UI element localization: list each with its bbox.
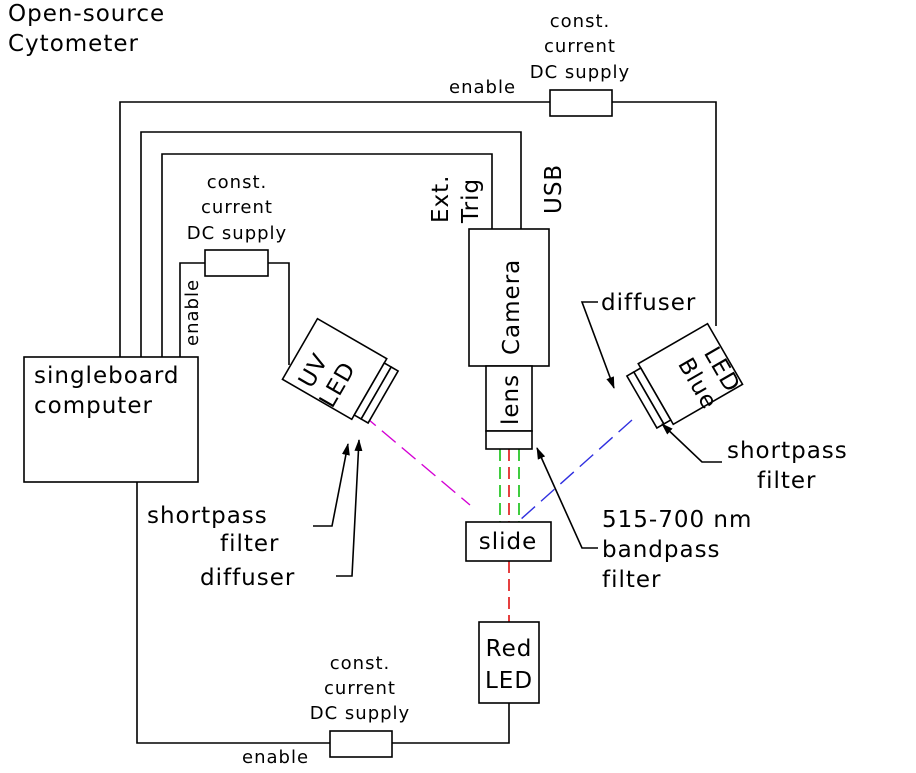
wire-uv-enable xyxy=(179,262,290,365)
dc-supply-top-label: const. current DC supply xyxy=(530,11,630,83)
trig-label: Trig xyxy=(458,178,484,224)
uv-beam xyxy=(361,413,471,506)
camera-box xyxy=(468,228,550,367)
diffuser-right-label: diffuser xyxy=(601,290,696,316)
dc-supply-top-box xyxy=(549,89,613,117)
shortpass-right-arrow xyxy=(661,423,722,463)
uv-diffuser xyxy=(360,365,400,425)
svg-text:current: current xyxy=(544,36,616,57)
diffuser-right-arrow xyxy=(580,301,615,389)
svg-text:current: current xyxy=(324,678,396,699)
shortpass-left-label-line-1: shortpass xyxy=(147,503,268,529)
uv-led-group: UV LED xyxy=(281,317,400,425)
wire-ext-trig xyxy=(161,153,493,357)
title-line-1: Open-source xyxy=(8,1,165,27)
usb-label: USB xyxy=(541,164,567,214)
wire-usb xyxy=(140,131,522,357)
shortpass-right-label-line-2: filter xyxy=(757,468,817,494)
bandpass-label-line-3: filter xyxy=(602,567,662,593)
dc-supply-left-label: const. current DC supply xyxy=(187,172,287,244)
dc-supply-bottom-box xyxy=(329,730,393,758)
computer-label-line-1: singleboard xyxy=(34,363,180,389)
ext-label: Ext. xyxy=(428,175,454,223)
bandpass-label-line-1: 515-700 nm xyxy=(602,507,752,533)
svg-text:current: current xyxy=(201,197,273,218)
blue-diffuser xyxy=(625,370,665,430)
diffuser-left-arrow xyxy=(336,439,363,577)
red-led-label-line-2: LED xyxy=(485,668,533,694)
enable-label-top: enable xyxy=(449,77,516,98)
svg-text:DC supply: DC supply xyxy=(187,223,287,244)
svg-text:const.: const. xyxy=(330,653,390,674)
bandpass-filter xyxy=(485,430,533,450)
singleboard-computer-box xyxy=(23,356,199,483)
blue-beam xyxy=(519,419,633,521)
shortpass-left-arrow xyxy=(313,443,350,527)
camera-label: Camera xyxy=(499,259,525,355)
title-line-2: Cytometer xyxy=(8,31,139,57)
computer-label-line-2: computer xyxy=(34,393,153,419)
red-led-label-line-1: Red xyxy=(486,636,533,662)
diffuser-left-label: diffuser xyxy=(200,565,295,591)
bandpass-arrow xyxy=(536,447,598,549)
enable-label-left: enable xyxy=(182,279,203,346)
slide-label: slide xyxy=(479,529,538,555)
dc-supply-left-box xyxy=(204,249,269,277)
dc-supply-bottom-label: const. current DC supply xyxy=(310,653,410,724)
red-led-box xyxy=(478,621,540,704)
svg-text:DC supply: DC supply xyxy=(310,703,410,724)
svg-text:DC supply: DC supply xyxy=(530,62,630,83)
wire-red-enable xyxy=(136,482,510,744)
wire-blue-enable xyxy=(119,101,717,357)
svg-text:const.: const. xyxy=(550,11,610,32)
shortpass-left-label-line-2: filter xyxy=(220,531,280,557)
enable-label-bottom: enable xyxy=(242,747,309,768)
bandpass-label-line-2: bandpass xyxy=(602,537,721,563)
svg-text:const.: const. xyxy=(207,172,267,193)
slide-box xyxy=(465,521,552,562)
blue-led-group: Blue LED xyxy=(625,322,745,430)
shortpass-right-label-line-1: shortpass xyxy=(727,438,848,464)
lens-label: lens xyxy=(498,374,524,425)
